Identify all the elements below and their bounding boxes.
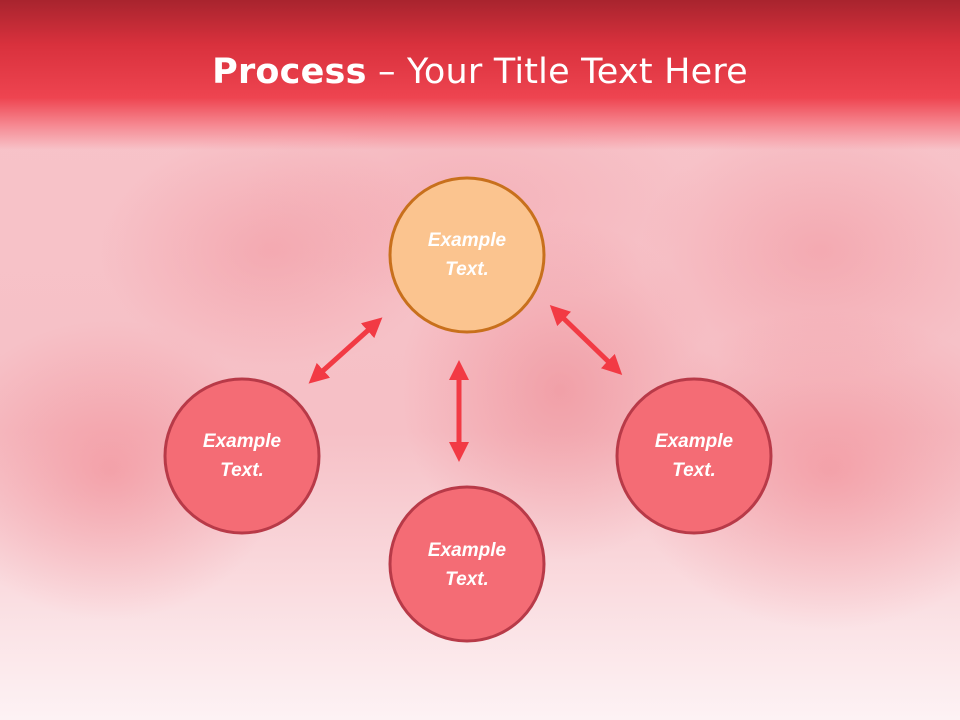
- node-right-label-line1: Example: [655, 431, 734, 452]
- node-right-label-line2: Text.: [672, 460, 716, 481]
- node-left-label-line2: Text.: [220, 460, 264, 481]
- node-top-label-line1: Example: [428, 230, 507, 251]
- node-right: Example Text.: [615, 377, 773, 535]
- node-top: Example Text.: [388, 176, 546, 334]
- arrow-top-right: [549, 305, 623, 375]
- title-bar: [0, 0, 960, 150]
- node-bottom-circle: [388, 485, 546, 643]
- slide-title: Process – Your Title Text Here: [0, 52, 960, 92]
- arrow-top-left: [308, 317, 383, 384]
- node-top-label-line2: Text.: [445, 259, 489, 280]
- node-right-circle: [615, 377, 773, 535]
- node-bottom-label-line1: Example: [428, 540, 507, 561]
- node-bottom-label-line2: Text.: [445, 569, 489, 590]
- title-rest: – Your Title Text Here: [366, 52, 748, 92]
- node-top-circle: [388, 176, 546, 334]
- node-left-label-line1: Example: [203, 431, 282, 452]
- node-left: Example Text.: [163, 377, 321, 535]
- node-bottom: Example Text.: [388, 485, 546, 643]
- node-left-circle: [163, 377, 321, 535]
- title-bold: Process: [212, 52, 367, 92]
